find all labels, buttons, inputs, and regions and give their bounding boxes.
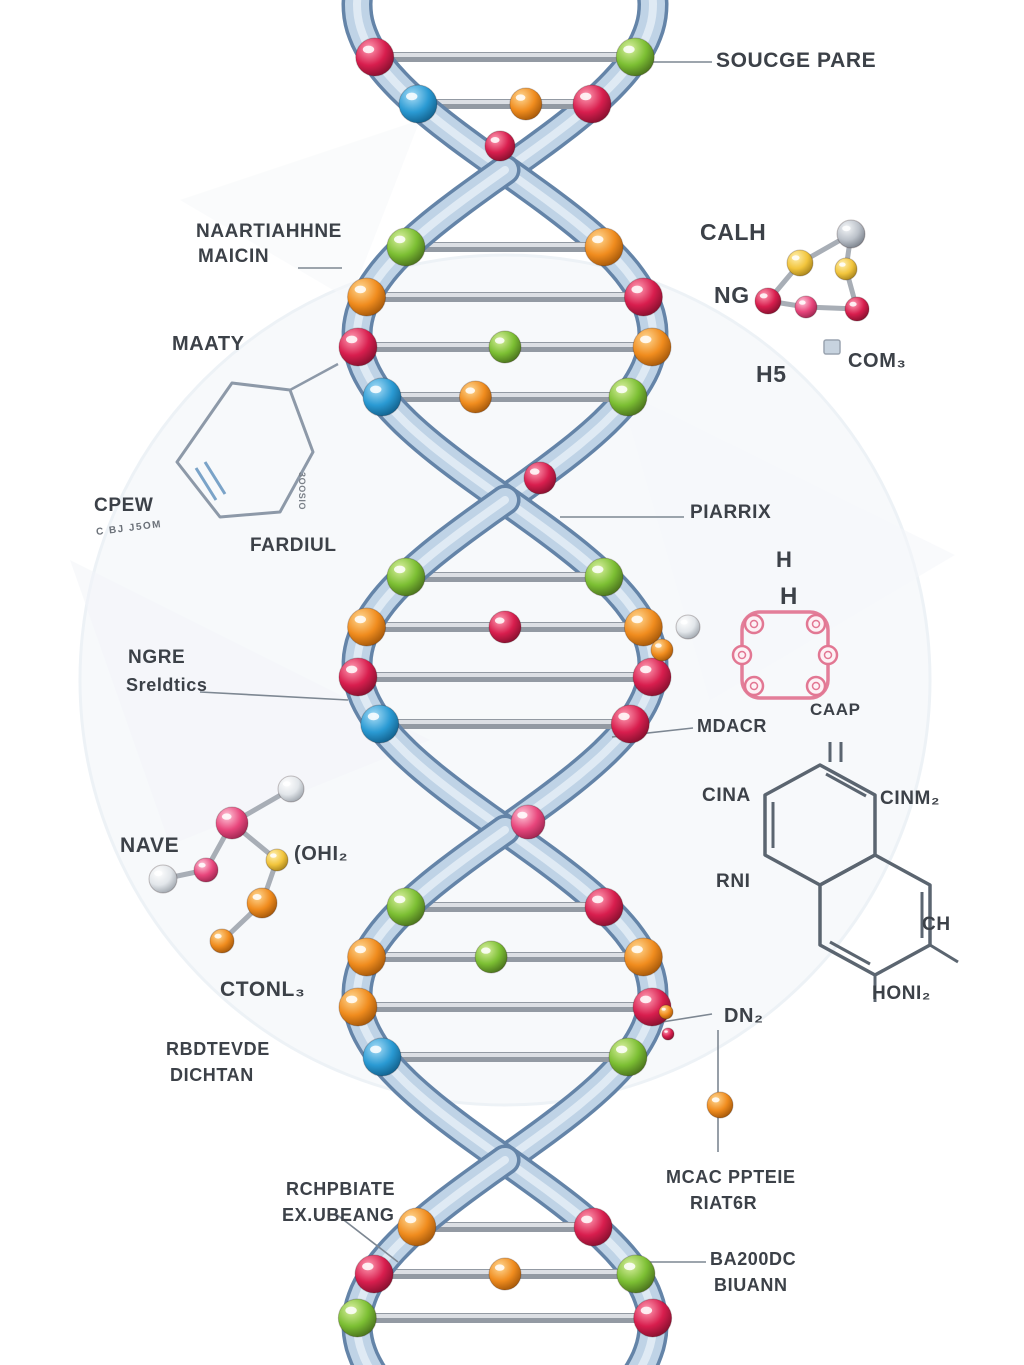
annotation-vertical-small: 3OOSIO bbox=[297, 472, 307, 511]
annotation-ba200dc: BA200DC bbox=[710, 1249, 797, 1269]
annotation-cina: CINA bbox=[702, 785, 751, 806]
annotation-soucge-pare: SOUCGE PARE bbox=[716, 49, 877, 72]
annotation-rbdtevde: RBDTEVDE bbox=[166, 1039, 270, 1059]
annotation-riat6r: RIAT6R bbox=[690, 1193, 758, 1213]
annotation-nave: NAVE bbox=[120, 834, 180, 857]
annotation-com3: COM₃ bbox=[848, 350, 907, 372]
annotation-ctonl3: CTONL₃ bbox=[220, 978, 306, 1001]
annotation-h-lower: H bbox=[780, 583, 798, 610]
annotation-maicin: MAICIN bbox=[198, 246, 270, 267]
annotation-rchpbiate: RCHPBIATE bbox=[286, 1179, 396, 1199]
annotation-rni: RNI bbox=[716, 871, 751, 892]
annotation-h-upper: H bbox=[776, 547, 793, 572]
annotation-biuann: BIUANN bbox=[714, 1275, 788, 1295]
annotation-h5: H5 bbox=[756, 361, 787, 387]
annotation-ch: CH bbox=[922, 914, 951, 935]
helix-rungs bbox=[352, 52, 658, 1323]
annotation-exubeang: EX.UBEANG bbox=[282, 1205, 395, 1225]
annotation-dichtan: DICHTAN bbox=[170, 1065, 254, 1085]
annotation-calh: CALH bbox=[700, 219, 767, 245]
annotation-caap: CAAP bbox=[810, 700, 861, 719]
annotation-ng: NG bbox=[714, 282, 750, 308]
annotation-naartiahhne: NAARTIAHHNE bbox=[196, 221, 342, 242]
annotation-cinm2: CINM₂ bbox=[880, 788, 940, 809]
annotation-piarrix: PIARRIX bbox=[690, 502, 772, 523]
annotation-mcac-ppteie: MCAC PPTEIE bbox=[666, 1167, 796, 1187]
annotation-ohi2: (OHI₂ bbox=[294, 843, 349, 865]
annotation-cpew: CPEW bbox=[94, 495, 154, 516]
annotation-mdacr: MDACR bbox=[697, 716, 767, 736]
leader-lines bbox=[199, 61, 719, 1263]
annotation-dn2: DN₂ bbox=[724, 1005, 764, 1027]
annotation-fardiul: FARDIUL bbox=[250, 535, 337, 556]
molecule-structures bbox=[148, 219, 959, 1002]
base-pair-spheres bbox=[337, 37, 734, 1338]
annotation-ngre: NGRE bbox=[128, 647, 186, 668]
annotation-maaty: MAATY bbox=[172, 333, 245, 355]
annotation-sreldtics: Sreldtics bbox=[126, 675, 208, 695]
annotation-honi2: HONI₂ bbox=[872, 983, 931, 1004]
